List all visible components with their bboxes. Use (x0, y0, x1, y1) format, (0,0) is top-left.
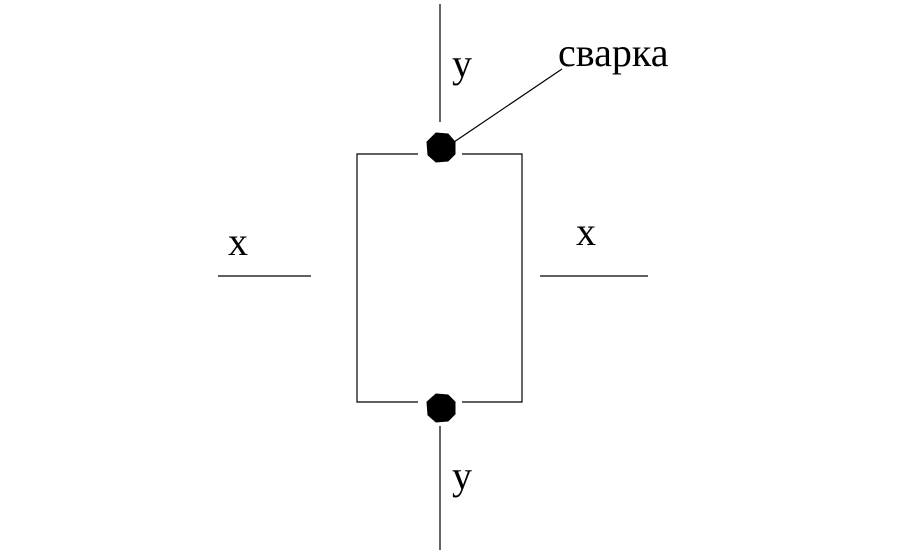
x-axis-label-right: x (576, 209, 596, 254)
weld-label: сварка (558, 30, 669, 75)
y-axis-label-top: y (452, 41, 472, 86)
profile-left-half (356, 153, 418, 403)
weld-point-top (426, 132, 456, 163)
profile-right-half (462, 153, 523, 403)
weld-leader-line (453, 68, 563, 143)
weld-point-bottom (426, 393, 456, 423)
x-axis-label-left: x (228, 219, 248, 264)
y-axis-label-bottom: y (452, 453, 472, 498)
